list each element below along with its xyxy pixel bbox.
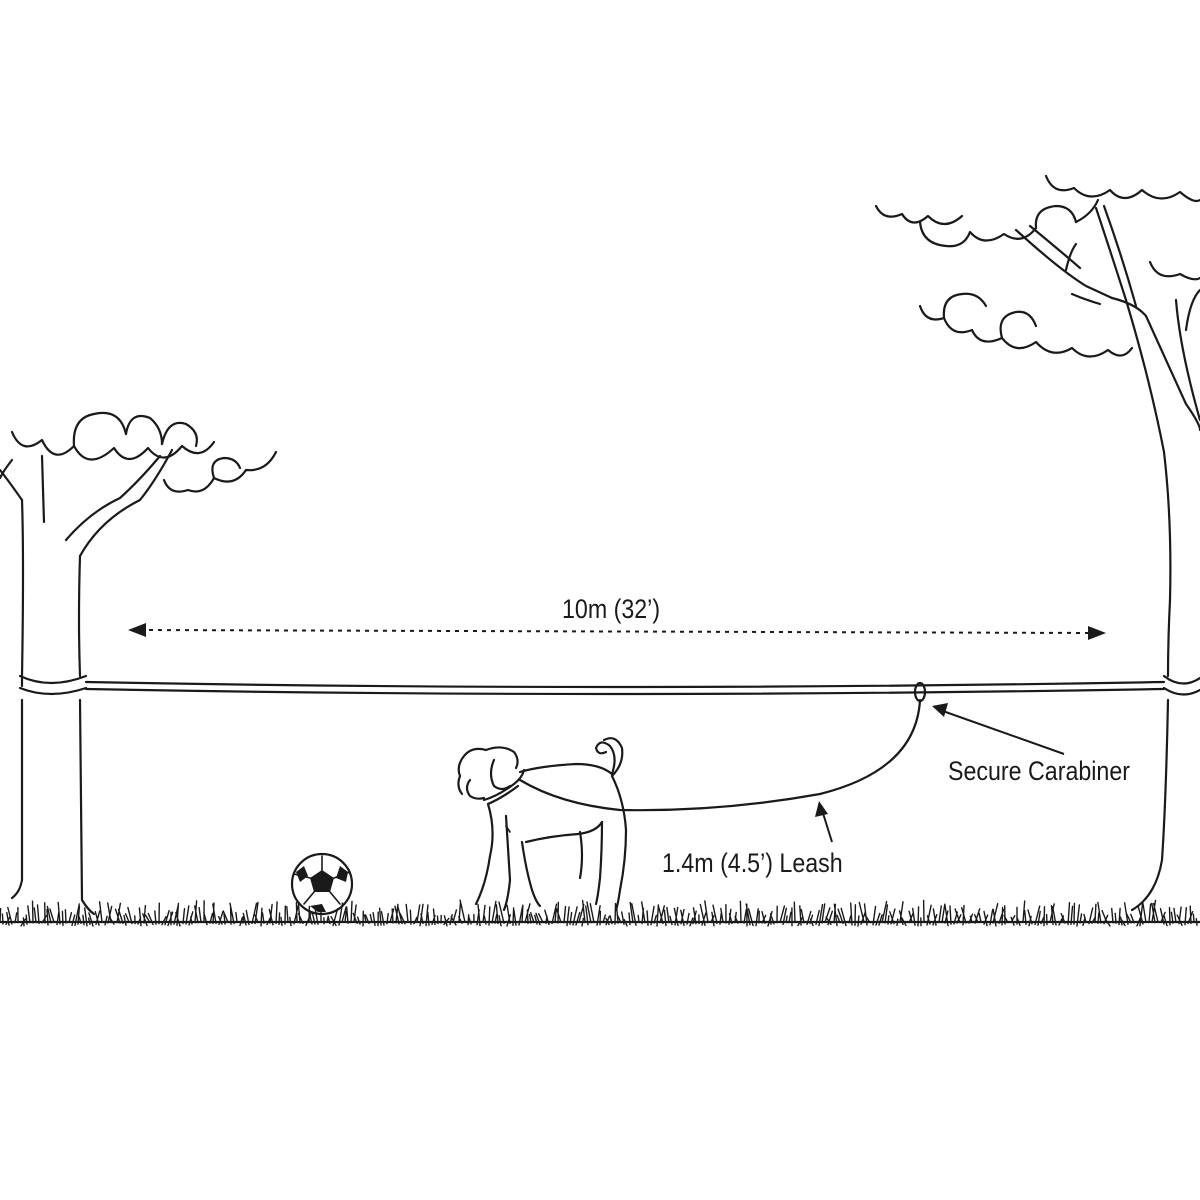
carabiner-label: Secure Carabiner	[948, 756, 1130, 786]
dimension-arrow-icon	[128, 623, 1106, 640]
left-tree-icon	[0, 411, 278, 916]
dog-icon	[457, 737, 628, 912]
tie-out-cable-icon	[84, 680, 1166, 696]
grass-icon	[0, 899, 1200, 927]
soccer-ball-icon	[290, 852, 354, 916]
leash-pointer-arrow-icon	[815, 801, 833, 843]
span-length-label: 10m (32’)	[562, 594, 661, 624]
leash-icon	[518, 698, 922, 812]
leash-label: 1.4m (4.5’) Leash	[662, 848, 843, 878]
carabiner-pointer-arrow-icon	[932, 703, 1065, 755]
right-tree-icon	[874, 174, 1200, 912]
